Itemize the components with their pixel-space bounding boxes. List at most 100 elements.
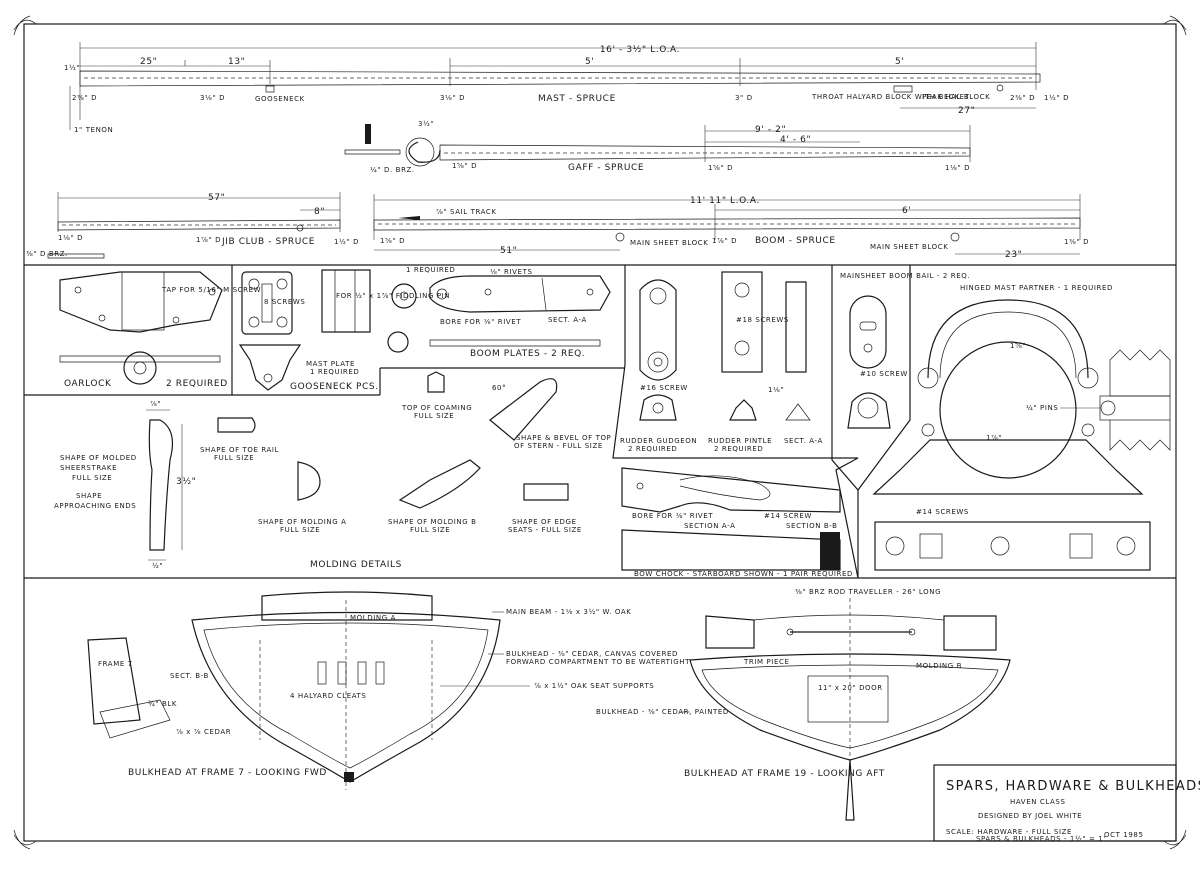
tenon-label: 1" TENON <box>74 126 113 134</box>
mast-dim: 5' <box>895 57 904 67</box>
mold-b-text: FULL SIZE <box>410 526 450 534</box>
bh-cedar-note: BULKHEAD - ⅜" CEDAR, CANVAS COVERED <box>506 650 678 658</box>
bulkhead-frame19-drawing: 11" x 20" DOOR TRIM PIECE MOLDING B ⅜" B… <box>684 588 1011 821</box>
sheer-text: SHAPE OF MOLDED <box>60 454 137 462</box>
bail-screw: #10 SCREW <box>860 370 908 378</box>
seat-supports-note: ⅞ x 1½" OAK SEAT SUPPORTS <box>534 682 654 690</box>
gaff-dim: 9' - 2" <box>755 125 786 135</box>
bh-cedar-note: FORWARD COMPARTMENT TO BE WATERTIGHT <box>506 658 690 666</box>
gaff-jaw-dim: 3½" <box>418 120 434 128</box>
oarlock-drawing: TAP FOR 5/16" M SCREW OARLOCK 2 REQUIRED <box>59 271 261 389</box>
coaming-text: TOP OF COAMING <box>401 404 472 412</box>
mast-diameter: 3⅛" D <box>440 94 465 102</box>
mast-drawing: 16' - 3½" L.O.A. 1½" 25" 13" 5' 5' 27" 1… <box>64 42 1069 134</box>
mast-label: MAST - SPRUCE <box>538 94 616 104</box>
gooseneck-screws: 8 SCREWS <box>264 298 305 306</box>
jib-diameter: 1⅛" D <box>58 234 83 242</box>
molding-a-label: MOLDING A <box>350 614 396 622</box>
rudder-screw16: #16 SCREW <box>640 384 688 392</box>
molding-b-label: MOLDING B <box>916 662 962 670</box>
cedar-label: ⅞ x ⅞ CEDAR <box>176 728 231 736</box>
toerail-text: FULL SIZE <box>214 454 254 462</box>
mast-dim: 13" <box>228 57 245 67</box>
sheet-subtitle: HAVEN CLASS <box>1010 798 1066 806</box>
bow-chock-screw: #14 SCREW <box>764 512 812 520</box>
molding-title: MOLDING DETAILS <box>310 560 402 570</box>
section-divider <box>612 265 859 579</box>
mold-a-text: SHAPE OF MOLDING A <box>258 518 347 526</box>
main-sheet-block-label: MAIN SHEET BLOCK <box>870 243 948 251</box>
main-beam-note: MAIN BEAM - 1⅛ x 3½" W. OAK <box>506 608 631 616</box>
sheet-date: OCT 1985 <box>1104 831 1144 839</box>
molding-details-drawing: 3½" ⅞" ½" SHAPE OF MOLDED SHEERSTRAKE FU… <box>54 371 611 570</box>
stern-text: SHAPE & BEVEL OF TOP <box>516 434 611 442</box>
main-sheet-block-label: MAIN SHEET BLOCK <box>630 239 708 247</box>
rudder-gudgeon: RUDDER GUDGEON <box>620 437 697 445</box>
sheet-border <box>23 23 1177 842</box>
boom-track: ⅞" SAIL TRACK <box>436 208 497 216</box>
edge-text: SHAPE OF EDGE <box>512 518 577 526</box>
boom-diameter: 1⅝" D <box>380 237 405 245</box>
oarlock-count: 2 REQUIRED <box>166 379 228 389</box>
rudder-pintle-req: 2 REQUIRED <box>714 445 763 453</box>
partner-title: HINGED MAST PARTNER - 1 REQUIRED <box>960 284 1113 292</box>
bow-chock-bore: BORE FOR ⅛" RIVET <box>632 512 713 520</box>
edge-text: SEATS - FULL SIZE <box>508 526 582 534</box>
sheet-scale: SCALE: HARDWARE - FULL SIZE <box>946 828 1072 836</box>
gaff-label: GAFF - SPRUCE <box>568 163 644 173</box>
bow-chock-drawing: BORE FOR ⅛" RIVET #14 SCREW SECTION A-A … <box>621 467 853 578</box>
boom-plates-bore: BORE FOR ⅛" RIVET <box>440 318 521 326</box>
gooseneck-title: GOOSENECK PCS. <box>290 382 379 392</box>
rudder-hardware-drawing: #16 SCREW RUDDER GUDGEON 2 REQUIRED #18 … <box>620 271 823 453</box>
corner-flourish <box>1163 829 1187 850</box>
mold-a-text: FULL SIZE <box>280 526 320 534</box>
stern-text: OF STERN - FULL SIZE <box>514 442 603 450</box>
toerail-text: SHAPE OF TOE RAIL <box>200 446 279 454</box>
gooseneck-pin: FOR ½" x 1⅞" FIDDLING PIN <box>336 292 450 300</box>
gaff-drawing: 9' - 2" 4' - 6" 3½" ¼" D. BRZ. 1⅝" D 1⅝"… <box>344 120 971 174</box>
jib-brz: ⅜" D BRZ. <box>26 250 68 258</box>
stern-angle: 60° <box>492 384 506 392</box>
rudder-pintle: RUDDER PINTLE <box>708 437 772 445</box>
jib-dim: 8" <box>314 207 325 217</box>
jib-label: JIB CLUB - SPRUCE <box>221 237 315 247</box>
bulkhead-notes: MAIN BEAM - 1⅛ x 3½" W. OAK BULKHEAD - ⅜… <box>440 608 728 716</box>
title-block: SPARS, HARDWARE & BULKHEADS HAVEN CLASS … <box>933 764 1200 843</box>
f19-label: BULKHEAD AT FRAME 19 - LOOKING AFT <box>684 769 885 779</box>
cleats-label: 4 HALYARD CLEATS <box>290 692 366 700</box>
mast-diameter: 2⅜" D <box>1010 94 1035 102</box>
mast-diameter: 3" D <box>735 94 753 102</box>
mast-dim: 5' <box>585 57 594 67</box>
oarlock-label: OARLOCK <box>64 379 112 389</box>
boom-plates-rivets: ⅛" RIVETS <box>490 268 533 276</box>
mast-loa: 16' - 3½" L.O.A. <box>600 45 680 55</box>
shape-ends: SHAPE <box>76 492 102 500</box>
boom-bail-drawing: MAINSHEET BOOM BAIL - 2 REQ. #10 SCREW <box>840 272 970 429</box>
gooseneck-label: GOOSENECK <box>255 95 305 103</box>
boom-plates-drawing: 1 REQUIRED ⅛" RIVETS BORE FOR ⅛" RIVET S… <box>387 266 611 359</box>
jib-dim: 57" <box>208 193 225 203</box>
corner-flourish <box>1163 15 1187 36</box>
partner-screws: #14 SCREWS <box>916 508 969 516</box>
partner-dim: 1⅞" <box>986 434 1002 442</box>
gaff-diameter: 1⅝" D <box>452 162 477 170</box>
boom-dim: 6' <box>902 206 911 216</box>
partner-dim: 1⅝" <box>1010 342 1026 350</box>
jib-diameter: 1⅞" D <box>196 236 221 244</box>
boom-drawing: 11' 11" L.O.A. 6' 51" 23" ⅞" SAIL TRACK … <box>373 194 1088 260</box>
mast-plate-label: MAST PLATE <box>306 360 355 368</box>
rudder-sect: SECT. A-A <box>784 437 823 445</box>
sect-label: SECT. B-B <box>170 672 209 680</box>
boom-label: BOOM - SPRUCE <box>755 236 836 246</box>
gaff-diameter: 1⅛" D <box>945 164 970 172</box>
blk-label: ¾" BLK <box>148 700 177 708</box>
sheer-dim: ½" <box>152 562 163 570</box>
sheer-dim: 3½" <box>176 477 196 487</box>
mast-dim: 1½" D <box>1044 94 1069 102</box>
sheet-scale: SPARS & BULKHEADS - 1½" = 1' <box>976 835 1106 843</box>
mast-diameter: 2⅜" D <box>72 94 97 102</box>
mast-dim: 27" <box>958 106 975 116</box>
gaff-diameter: 1⅝" D <box>708 164 733 172</box>
bow-chock-label: BOW CHOCK - STARBOARD SHOWN - 1 PAIR REQ… <box>634 570 853 578</box>
